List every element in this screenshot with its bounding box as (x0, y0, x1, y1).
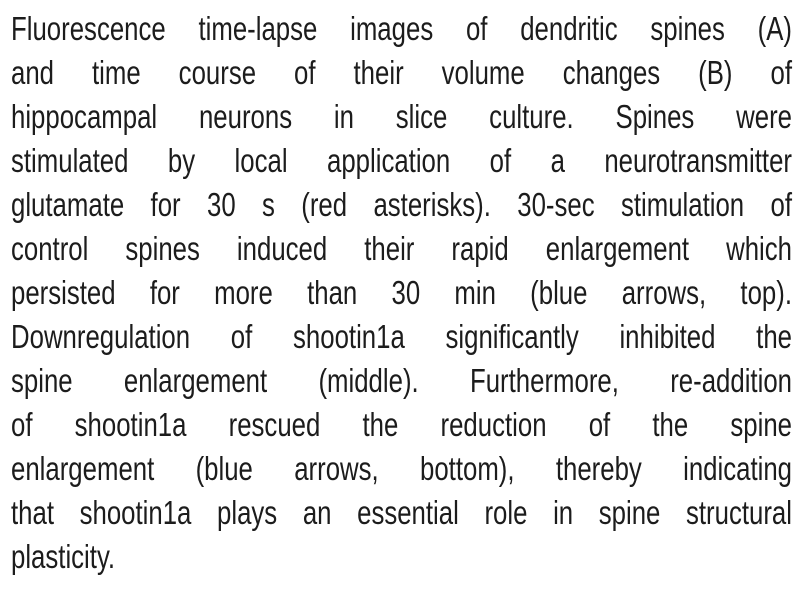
caption-line: enlargement (blue arrows, bottom), there… (11, 450, 792, 487)
caption-line: that shootin1a plays an essential role i… (11, 494, 792, 531)
caption-line: Fluorescence time-lapse images of dendri… (11, 10, 792, 47)
caption-line: control spines induced their rapid enlar… (11, 230, 792, 267)
caption-line: Downregulation of shootin1a significantl… (11, 318, 792, 355)
caption-text-block: Fluorescence time-lapse images of dendri… (11, 7, 792, 579)
caption-line: persisted for more than 30 min (blue arr… (11, 274, 792, 311)
caption-line: and time course of their volume changes … (11, 54, 792, 91)
caption-line: spine enlargement (middle). Furthermore,… (11, 362, 792, 399)
figure-caption: Fluorescence time-lapse images of dendri… (11, 7, 792, 583)
caption-line-last: plasticity. (11, 538, 116, 575)
caption-line: stimulated by local application of a neu… (11, 142, 792, 179)
caption-line: hippocampal neurons in slice culture. Sp… (11, 98, 792, 135)
caption-line: of shootin1a rescued the reduction of th… (11, 406, 792, 443)
caption-line: glutamate for 30 s (red asterisks). 30-s… (11, 186, 792, 223)
